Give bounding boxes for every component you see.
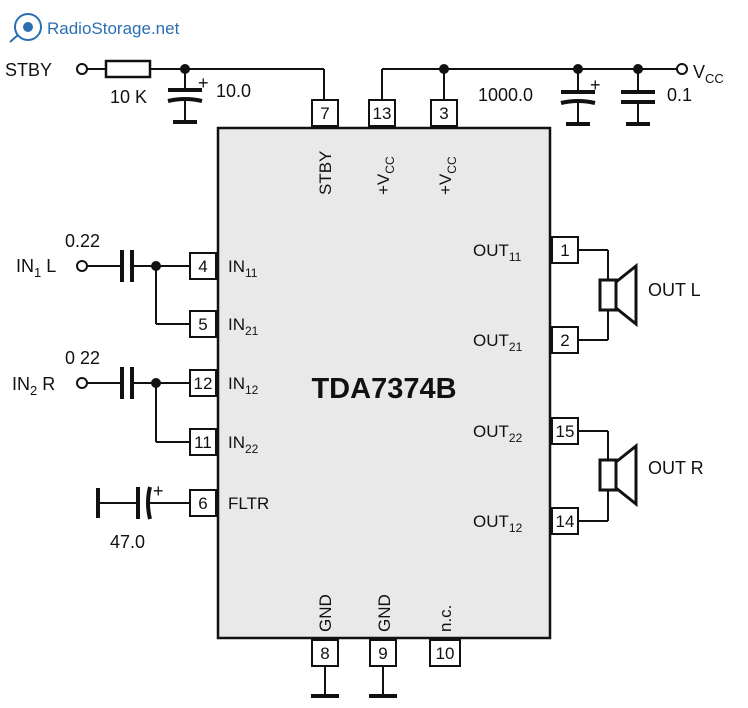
- pin-label-gnd-9: GND: [375, 594, 394, 632]
- vcc-cap-polarity: +: [590, 75, 601, 95]
- vcc-small-cap-value: 0.1: [667, 85, 692, 105]
- fltr-cap-value: 47.0: [110, 532, 145, 552]
- pin-6: 6: [198, 494, 207, 513]
- pin-label-stby: STBY: [316, 151, 335, 195]
- out-l-label: OUT L: [648, 280, 701, 300]
- in2-label: IN2 R: [12, 374, 55, 398]
- pin-4: 4: [198, 257, 207, 276]
- speaker-left-icon: [598, 262, 638, 328]
- pin-2: 2: [560, 331, 569, 350]
- pin-1: 1: [560, 241, 569, 260]
- chip-name: TDA7374B: [311, 373, 456, 405]
- pin-12: 12: [194, 374, 213, 393]
- pin-12-box: [189, 369, 217, 397]
- pin-14-box: [551, 507, 579, 535]
- pin-label-gnd-8: GND: [316, 594, 335, 632]
- watermark-text: RadioStorage.net: [47, 19, 180, 38]
- pin-13-box: [368, 99, 396, 127]
- pin-14: 14: [556, 512, 575, 531]
- pin-11-box: [189, 428, 217, 456]
- pin-6-box: [189, 489, 217, 517]
- vcc-label: VCC: [693, 62, 724, 86]
- pin-label-out11: OUT11: [473, 241, 522, 264]
- in1-label: IN1 L: [16, 256, 56, 280]
- pin-label-vcc-13: +VCC: [374, 156, 397, 195]
- in2-cap-value: 0 22: [65, 348, 100, 368]
- pin-15: 15: [556, 422, 575, 441]
- vcc-small-capacitor: [621, 90, 655, 104]
- pin-10-box: [429, 639, 461, 667]
- out-r-label: OUT R: [648, 458, 704, 478]
- speaker-right-icon: [598, 442, 638, 508]
- fltr-capacitor: [136, 486, 152, 520]
- pin-7: 7: [320, 104, 329, 123]
- stby-capacitor: [167, 88, 203, 103]
- pin-label-in21: IN21: [228, 315, 259, 338]
- pin-label-out22: OUT22: [473, 422, 523, 445]
- stby-resistor: [104, 59, 152, 79]
- pin-4-box: [189, 252, 217, 280]
- pin-11: 11: [194, 433, 212, 452]
- pin-label-vcc-3: +VCC: [436, 156, 459, 195]
- pin-5: 5: [198, 315, 207, 334]
- pin-9-box: [369, 639, 397, 667]
- pin-label-in12: IN12: [228, 374, 259, 397]
- pin-8: 8: [320, 644, 329, 663]
- stby-cap-value: 10.0: [216, 81, 251, 101]
- ic-body: [216, 126, 552, 640]
- stby-resistor-value: 10 K: [110, 87, 147, 107]
- vcc-terminal: [676, 63, 688, 75]
- pin-8-box: [311, 639, 339, 667]
- pin-label-in11: IN11: [228, 257, 258, 280]
- pin-13: 13: [373, 104, 392, 123]
- pin-3-box: [430, 99, 458, 127]
- in1-terminal: [76, 260, 88, 272]
- stby-terminal: [76, 63, 88, 75]
- pin-10: 10: [436, 644, 455, 663]
- stby-label: STBY: [5, 60, 52, 80]
- vcc-big-capacitor: [560, 90, 596, 105]
- pin-2-box: [551, 326, 579, 354]
- stby-cap-polarity: +: [198, 73, 209, 93]
- pin-label-out21: OUT21: [473, 331, 523, 354]
- pin-label-out12: OUT12: [473, 512, 523, 535]
- fltr-cap-polarity: +: [153, 481, 164, 501]
- pin-1-box: [551, 236, 579, 264]
- pin-7-box: [311, 99, 339, 127]
- in2-terminal: [76, 377, 88, 389]
- logo-icon: [9, 13, 42, 43]
- pin-label-fltr: FLTR: [228, 494, 269, 513]
- pin-9: 9: [378, 644, 387, 663]
- pin-5-box: [189, 310, 217, 338]
- in1-capacitor: [120, 250, 134, 282]
- vcc-big-cap-value: 1000.0: [478, 85, 533, 105]
- in1-cap-value: 0.22: [65, 231, 100, 251]
- pin-label-in22: IN22: [228, 433, 259, 456]
- in2-capacitor: [120, 367, 134, 399]
- pin-label-nc: n.c.: [436, 605, 455, 632]
- pin-3: 3: [439, 104, 448, 123]
